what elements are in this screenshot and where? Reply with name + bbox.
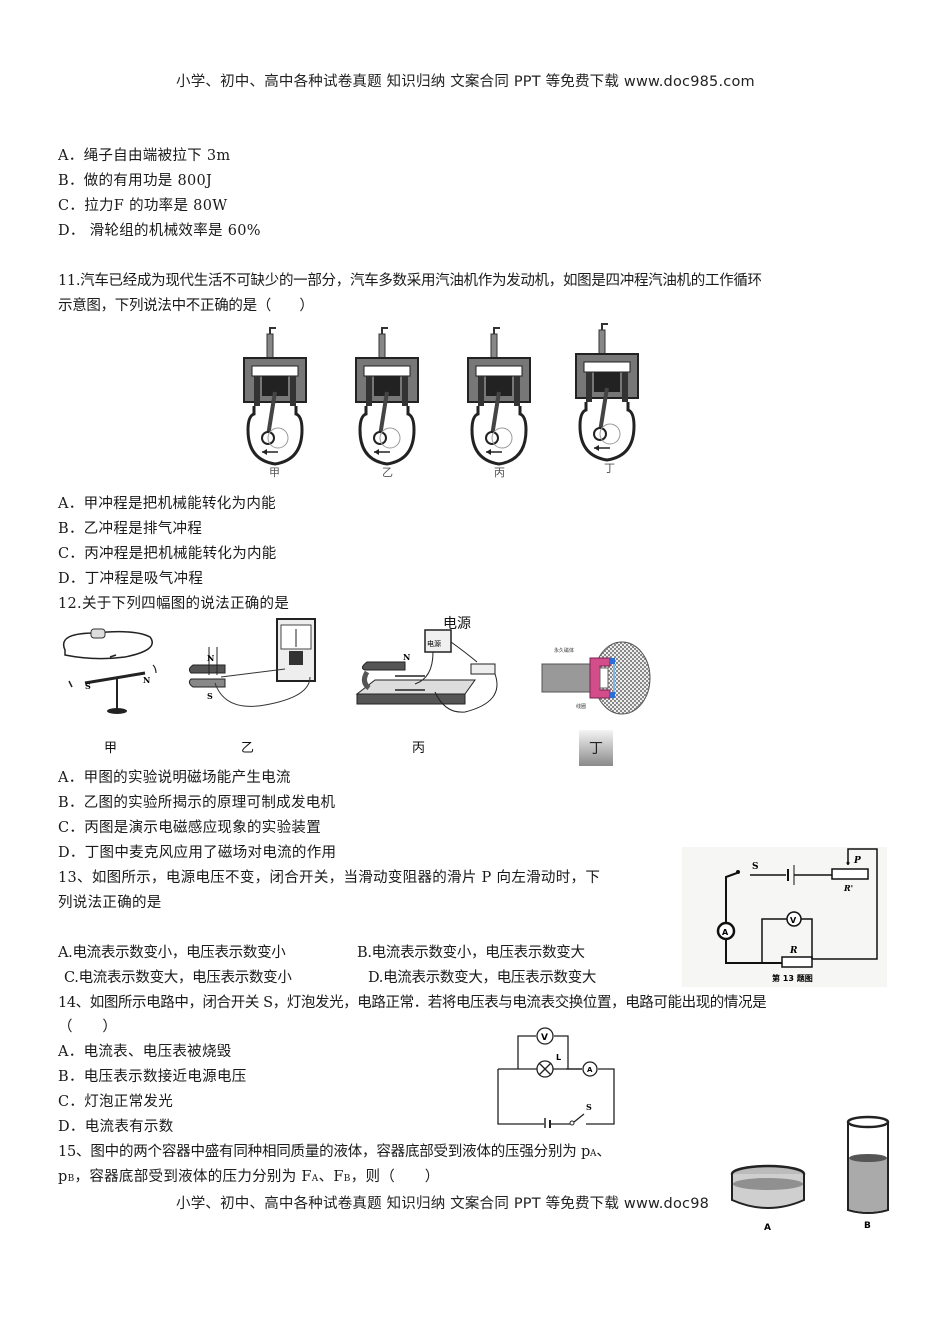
q12-stem: 12.关于下列四幅图的说法正确的是 <box>58 596 290 612</box>
q15-line2-end: ，则（ ） <box>350 1169 440 1185</box>
footer-banner: 小学、初中、高中各种试卷真题 知识归纳 文案合同 PPT 等免费下载 www.d… <box>176 1196 710 1212</box>
q14-option-c: C．灯泡正常发光 <box>58 1094 173 1110</box>
q11-option-b: B．乙冲程是排气冲程 <box>58 521 203 537</box>
q11-option-c: C．丙冲程是把机械能转化为内能 <box>58 546 277 562</box>
compass-wire-icon: S N <box>62 628 157 714</box>
q13-stem-line2: 列说法正确的是 <box>58 895 162 911</box>
engine-diagram-icon <box>242 322 640 466</box>
svg-text:R: R <box>789 946 798 956</box>
svg-text:线圈: 线圈 <box>576 703 586 710</box>
q13-option-b: B.电流表示数变小，电压表示数变大 <box>357 945 585 961</box>
lamp-circuit-icon: V L A S <box>497 1027 615 1128</box>
svg-text:N: N <box>143 675 150 685</box>
q12-label-yi: 乙 <box>241 741 255 756</box>
q14-option-b: B．电压表示数接近电源电压 <box>58 1069 247 1085</box>
svg-text:A: A <box>587 1066 593 1074</box>
voltmeter-label: V <box>541 1033 548 1043</box>
f-b-subscript: B <box>343 1174 351 1184</box>
container-b-label: B <box>864 1221 871 1231</box>
q11-option-a: A．甲冲程是把机械能转化为内能 <box>58 496 276 512</box>
q14-stem-line2: （ ） <box>58 1019 118 1035</box>
q12-option-b: B．乙图的实验所揭示的原理可制成发电机 <box>58 795 336 811</box>
engine-label-bing: 丙 <box>494 466 505 479</box>
svg-text:S: S <box>586 1102 592 1112</box>
svg-text:P: P <box>853 856 861 866</box>
q10-option-c: C．拉力F 的功率是 80W <box>58 198 228 214</box>
svg-text:永久磁体: 永久磁体 <box>554 647 574 654</box>
q10-option-d: D． 滑轮组的机械效率是 60% <box>58 223 261 239</box>
engine-strokes-figure <box>240 322 660 482</box>
q12-option-c: C．丙图是演示电磁感应现象的实验装置 <box>58 820 321 836</box>
q13-option-d: D.电流表示数变大，电压表示数变大 <box>368 970 597 986</box>
q13-option-a: A.电流表示数变小，电压表示数变小 <box>58 945 286 961</box>
q10-option-b: B．做的有用功是 800J <box>58 173 213 189</box>
engine-label-ding: 丁 <box>604 462 615 475</box>
motor-setup-icon: 电源 N <box>355 629 498 713</box>
svg-text:L: L <box>556 1053 561 1062</box>
engine-label-jia: 甲 <box>269 466 280 479</box>
container-a-label: A <box>764 1223 771 1233</box>
q13-stem-line1: 13、如图所示，电源电压不变，闭合开关，当滑动变阻器的滑片 P 向左滑动时，下 <box>58 870 601 886</box>
galvanometer-magnet-icon: N S <box>188 618 316 707</box>
power-source-label: 电源 <box>443 616 471 632</box>
liquid-containers-icon: A B <box>730 1115 890 1233</box>
p-b-symbol: p <box>58 1169 68 1185</box>
q12-label-ding-box: 丁 <box>579 730 613 766</box>
svg-text:N: N <box>207 653 214 663</box>
q15-line2-text: ，容器底部受到液体的压力分别为 F <box>74 1169 312 1185</box>
figure-jia-compass: S N <box>55 625 170 720</box>
q14-circuit-figure: V L A S <box>490 1024 620 1128</box>
q13-circuit-figure: S P R' R A V 第 13 题图 <box>682 847 887 987</box>
figure-yi-galvanometer: N S <box>185 617 325 722</box>
svg-text:V: V <box>790 916 797 925</box>
engine-label-yi: 乙 <box>382 466 393 479</box>
power-box-label: 电源 <box>427 639 441 648</box>
q15-stem-line2: pB，容器底部受到液体的压力分别为 FA、FB，则（ ） <box>58 1170 440 1185</box>
svg-text:A: A <box>722 928 729 937</box>
svg-text:N: N <box>403 652 410 662</box>
q12-label-ding: 丁 <box>589 741 603 757</box>
figure-bing-motor: 电源 N <box>355 622 505 717</box>
header-banner: 小学、初中、高中各种试卷真题 知识归纳 文案合同 PPT 等免费下载 www.d… <box>176 74 755 90</box>
q12-option-d: D．丁图中麦克风应用了磁场对电流的作用 <box>58 845 337 861</box>
q14-stem-line1: 14、如图所示电路中，闭合开关 S，灯泡发光，电路正常．若将电压表与电流表交换位… <box>58 995 767 1011</box>
rheostat-circuit-icon: S P R' R A V 第 13 题图 <box>716 848 878 983</box>
q15-containers-figure: A B <box>728 1112 898 1234</box>
q14-option-d: D．电流表有示数 <box>58 1119 174 1135</box>
q12-option-a: A．甲图的实验说明磁场能产生电流 <box>58 770 291 786</box>
q15-separator: 、 <box>596 1144 611 1160</box>
q13-option-c: C.电流表示数变大，电压表示数变小 <box>64 970 292 986</box>
figure-ding-microphone: 永久磁体 线圈 <box>532 638 654 716</box>
svg-text:R': R' <box>843 883 853 893</box>
q11-stem-line2: 示意图，下列说法中不正确的是（ ） <box>58 298 314 314</box>
microphone-cutaway-icon: 永久磁体 线圈 <box>541 641 651 715</box>
q12-label-bing: 丙 <box>412 741 426 756</box>
q13-figure-caption: 第 13 题图 <box>772 973 813 983</box>
magnet-s-label: S <box>85 681 91 691</box>
svg-text:S: S <box>207 691 213 701</box>
f-a-subscript: A <box>311 1174 319 1184</box>
p-a-subscript: A <box>590 1149 597 1159</box>
q10-option-a: A．绳子自由端被拉下 3m <box>58 148 231 164</box>
q11-stem-line1: 11.汽车已经成为现代生活不可缺少的一部分，汽车多数采用汽油机作为发动机，如图是… <box>58 273 762 289</box>
q12-label-jia: 甲 <box>104 741 118 756</box>
q15-stem-line1: 15、图中的两个容器中盛有同种相同质量的液体，容器底部受到液体的压强分别为 pA… <box>58 1145 611 1160</box>
q15-stem-text: 15、图中的两个容器中盛有同种相同质量的液体，容器底部受到液体的压强分别为 p <box>58 1144 591 1160</box>
q14-option-a: A．电流表、电压表被烧毁 <box>58 1044 232 1060</box>
q11-option-d: D．丁冲程是吸气冲程 <box>58 571 204 587</box>
switch-s-label: S <box>752 862 759 872</box>
f-b-symbol: 、F <box>318 1169 344 1185</box>
p-b-subscript: B <box>67 1174 75 1184</box>
